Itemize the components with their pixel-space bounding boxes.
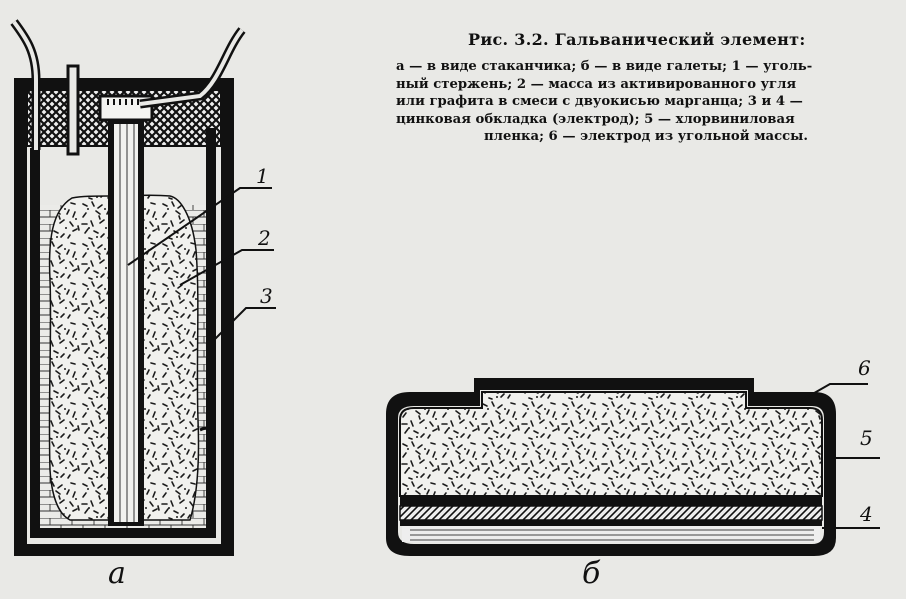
- leader-6: [801, 383, 868, 401]
- callout-3: 3: [260, 284, 273, 308]
- callout-2: 2: [258, 226, 271, 250]
- caption-line: а — в виде стаканчика; б — в виде галеты…: [396, 59, 813, 74]
- leader-3: [213, 307, 276, 341]
- callout-4: 4: [860, 502, 873, 526]
- caption-body: а — в виде стаканчика; б — в виде галеты…: [396, 58, 896, 146]
- callout-6: 6: [858, 356, 871, 380]
- zinc-layer-4: [399, 505, 823, 521]
- cell-a: [10, 19, 276, 556]
- zinc-cup-left-wall: [30, 148, 40, 538]
- carbon-electrode-6: [399, 391, 823, 497]
- layer-strip-2: [400, 520, 822, 526]
- callout-1: 1: [256, 164, 269, 188]
- caption-line: ный стержень; 2 — масса из активированно…: [396, 76, 797, 92]
- subfigure-label-a: а: [108, 556, 126, 591]
- vent-tube: [66, 64, 80, 156]
- layer-strip-1: [400, 496, 822, 506]
- caption-title: Рис. 3.2. Гальванический элемент:: [468, 30, 806, 49]
- caption-line: пленка; 6 — электрод из угольной массы.: [484, 129, 808, 144]
- leader-1: [127, 187, 272, 266]
- zinc-cup-right-wall: [206, 128, 216, 538]
- cell-b: [386, 378, 880, 556]
- callout-5: 5: [860, 426, 873, 450]
- caption-line: или графита в смеси с двуокисью марганца…: [396, 94, 803, 109]
- leader-2: [179, 249, 274, 286]
- zinc-cup-bottom: [30, 528, 216, 538]
- caption-line: цинковая обкладка (электрод); 5 — хлорви…: [396, 111, 795, 127]
- subfigure-label-b: б: [582, 556, 601, 591]
